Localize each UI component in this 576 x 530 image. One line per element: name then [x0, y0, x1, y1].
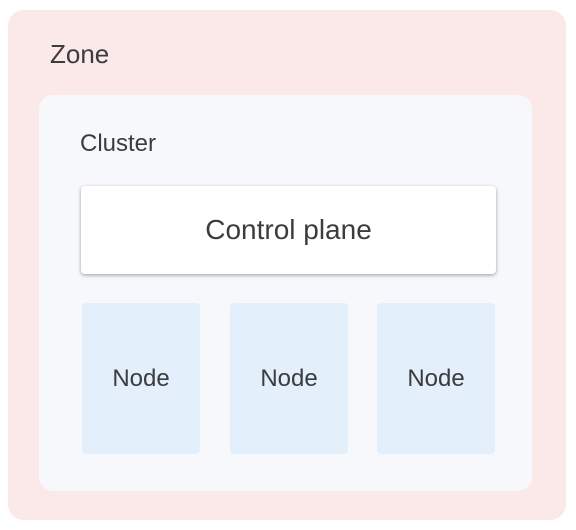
control-plane-box: Control plane — [81, 186, 496, 274]
cluster-label: Cluster — [80, 130, 157, 157]
zone-box: Zone Cluster Control plane Node Node Nod… — [8, 10, 566, 520]
node-label: Node — [112, 364, 170, 392]
node-box: Node — [377, 303, 495, 454]
control-plane-label: Control plane — [205, 214, 372, 245]
cluster-box: Cluster Control plane Node Node Node — [39, 95, 532, 491]
zone-label: Zone — [50, 39, 110, 69]
node-box: Node — [230, 303, 348, 454]
node-box: Node — [82, 303, 200, 454]
node-label: Node — [407, 364, 465, 392]
node-label: Node — [260, 364, 318, 392]
